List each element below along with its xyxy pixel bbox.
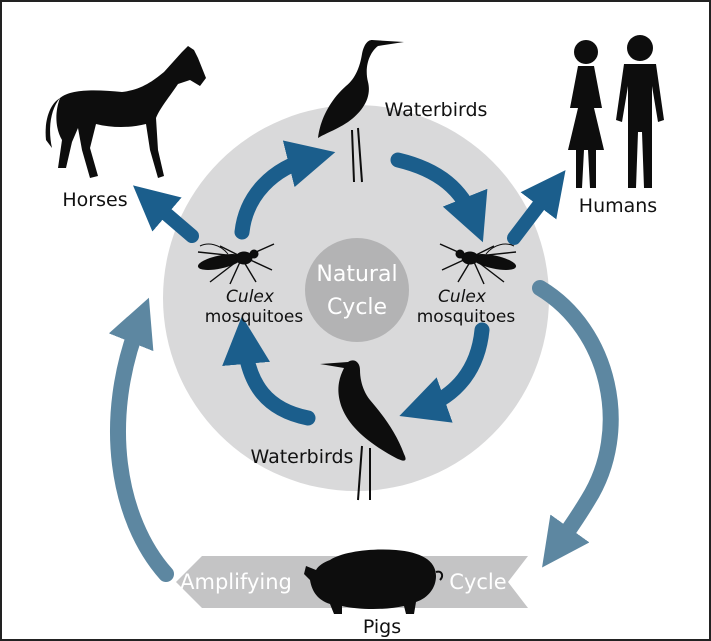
humans-icon: [568, 35, 664, 188]
humans-label: Humans: [579, 195, 657, 217]
center-label-line1: Natural: [316, 262, 397, 287]
waterbird-top-label: Waterbirds: [385, 99, 488, 121]
waterbird-bottom-label: Waterbirds: [251, 446, 354, 468]
culex-left-label: Culex: [226, 287, 275, 307]
arrow-mosquito-to-pigs: [540, 288, 611, 548]
mosquitoes-left-label: mosquitoes: [205, 307, 304, 327]
banner-label-right: Cycle: [449, 570, 506, 594]
mosquitoes-right-label: mosquitoes: [417, 307, 516, 327]
natural-cycle-center: [305, 238, 409, 342]
horses-label: Horses: [62, 189, 127, 211]
arrow-pigs-to-mosquito: [118, 320, 166, 574]
pigs-label: Pigs: [363, 616, 401, 638]
culex-right-label: Culex: [438, 287, 487, 307]
center-label-line2: Cycle: [327, 295, 387, 320]
horse-icon: [46, 46, 206, 178]
banner-label-left: Amplifying: [180, 570, 292, 594]
